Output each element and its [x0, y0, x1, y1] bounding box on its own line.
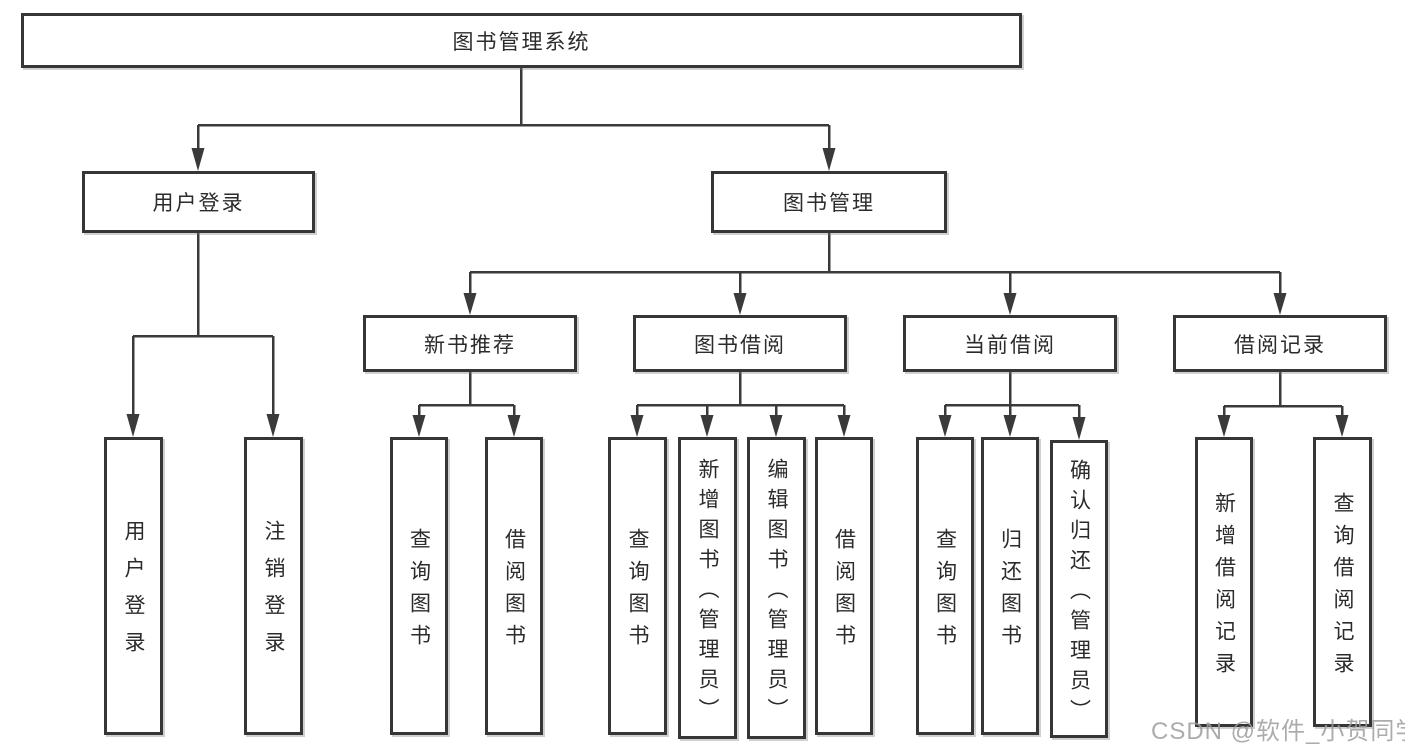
node-label: 新书推荐 [424, 333, 516, 357]
node-label: 借阅图书 [832, 527, 856, 656]
leaf-user-login: 用户登录 [104, 437, 163, 735]
node-label: 查询图书 [407, 527, 431, 656]
leaf-query-borrow-record: 查询借阅记录 [1313, 437, 1372, 727]
leaf-logout: 注销登录 [244, 437, 303, 735]
node-new-book-recommend: 新书推荐 [363, 315, 577, 372]
node-label: 确认归还（管理员） [1067, 458, 1091, 729]
node-book-borrowing: 图书借阅 [633, 315, 847, 372]
leaf-borrow-books-recommend: 借阅图书 [485, 437, 543, 735]
node-label: 用户登录 [122, 520, 145, 668]
node-label: 借阅图书 [502, 527, 526, 656]
node-label: 查询借阅记录 [1331, 491, 1354, 684]
node-book-management: 图书管理 [711, 171, 947, 233]
node-label: 注销登录 [262, 520, 285, 668]
leaf-add-borrow-record: 新增借阅记录 [1195, 437, 1253, 727]
node-borrowing-records: 借阅记录 [1173, 315, 1387, 372]
leaf-borrow-books-borrowing: 借阅图书 [815, 437, 873, 735]
leaf-query-books-borrowing: 查询图书 [608, 437, 667, 735]
node-library-management-system: 图书管理系统 [21, 13, 1022, 68]
node-label: 新增借阅记录 [1212, 491, 1236, 684]
node-user-login: 用户登录 [82, 171, 315, 233]
node-label: 图书管理 [783, 192, 875, 215]
node-label: 图书借阅 [694, 333, 786, 357]
node-label: 新增图书（管理员） [696, 457, 719, 728]
leaf-query-books-recommend: 查询图书 [390, 437, 448, 735]
node-label: 图书管理系统 [452, 30, 591, 54]
node-label: 查询图书 [626, 527, 649, 656]
leaf-edit-books-admin: 编辑图书（管理员） [747, 437, 806, 739]
node-label: 查询图书 [933, 527, 957, 656]
leaf-return-books: 归还图书 [981, 437, 1039, 735]
leaf-add-books-admin: 新增图书（管理员） [678, 437, 737, 739]
node-label: 用户登录 [152, 192, 245, 215]
leaf-confirm-return-admin: 确认归还（管理员） [1050, 440, 1108, 738]
leaf-query-books-current: 查询图书 [916, 437, 974, 735]
node-current-borrowing: 当前借阅 [903, 315, 1117, 372]
node-label: 当前借阅 [964, 333, 1056, 357]
node-label: 借阅记录 [1234, 333, 1326, 357]
csdn-watermark: CSDN @软件_小贺同学 [1151, 718, 1405, 745]
node-label: 归还图书 [998, 527, 1022, 656]
node-label: 编辑图书（管理员） [765, 457, 788, 728]
